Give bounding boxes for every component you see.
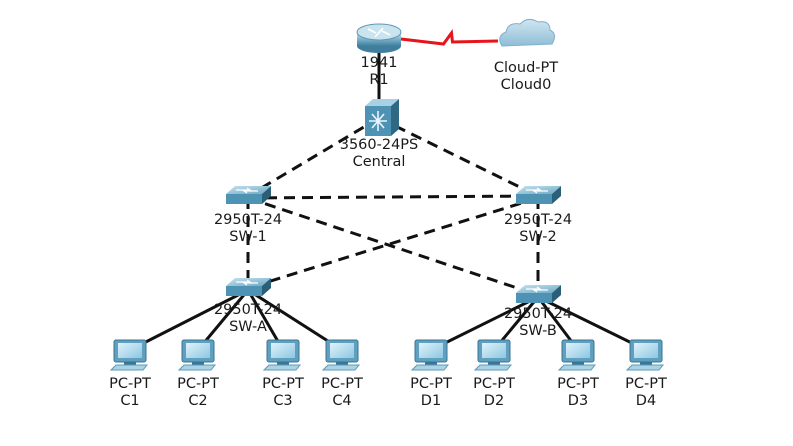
device-name-label: C2: [188, 393, 207, 409]
pc-icon[interactable]: [321, 339, 361, 371]
device-name-label: R1: [369, 72, 388, 88]
pc-icon[interactable]: [625, 339, 665, 371]
link-swa-c1[interactable]: [129, 288, 249, 352]
device-model-label: Cloud-PT: [494, 60, 558, 76]
link-central-sw2[interactable]: [378, 116, 539, 198]
device-name-label: C3: [273, 393, 292, 409]
device-model-label: 2950T-24: [214, 302, 282, 318]
link-swb-d4[interactable]: [537, 295, 647, 352]
device-name-label: Cloud0: [501, 77, 552, 93]
device-model-label: 2950T-24: [504, 306, 572, 322]
device-model-label: PC-PT: [109, 376, 151, 392]
device-model-label: PC-PT: [177, 376, 219, 392]
device-name-label: SW-2: [519, 229, 556, 245]
device-name-label: D2: [484, 393, 504, 409]
device-model-label: 3560-24PS: [340, 137, 419, 153]
cloud-icon[interactable]: [499, 18, 556, 47]
pc-icon[interactable]: [557, 339, 597, 371]
pc-icon[interactable]: [262, 339, 302, 371]
device-model-label: PC-PT: [473, 376, 515, 392]
link-sw2-swa[interactable]: [247, 196, 539, 290]
device-name-label: C1: [120, 393, 139, 409]
pc-icon[interactable]: [177, 339, 217, 371]
device-name-label: SW-A: [229, 319, 267, 335]
device-name-label: SW-B: [519, 323, 557, 339]
device-name-label: Central: [353, 154, 406, 170]
router-icon[interactable]: [356, 23, 402, 53]
device-model-label: PC-PT: [625, 376, 667, 392]
device-model-label: 2950T-24: [214, 212, 282, 228]
device-model-label: 2950T-24: [504, 212, 572, 228]
pc-icon[interactable]: [473, 339, 513, 371]
multilayer-switch-icon[interactable]: [365, 99, 399, 136]
link-central-sw1[interactable]: [247, 116, 380, 198]
switch-icon[interactable]: [516, 285, 561, 303]
device-name-label: D1: [421, 393, 441, 409]
pc-icon[interactable]: [410, 339, 450, 371]
link-sw1-swb[interactable]: [247, 196, 539, 297]
device-name-label: D4: [636, 393, 656, 409]
device-name-label: D3: [568, 393, 588, 409]
device-model-label: PC-PT: [410, 376, 452, 392]
devices-layer: 1941R1Cloud-PTCloud03560-24PSCentral2950…: [109, 18, 667, 409]
switch-icon[interactable]: [226, 186, 271, 204]
link-sw1-sw2[interactable]: [247, 194, 539, 200]
device-name-label: SW-1: [229, 229, 266, 245]
device-model-label: 1941: [361, 55, 398, 71]
link-swb-d1[interactable]: [430, 295, 539, 352]
pc-icon[interactable]: [109, 339, 149, 371]
switch-icon[interactable]: [516, 186, 561, 204]
switch-icon[interactable]: [226, 278, 271, 296]
device-name-label: C4: [332, 393, 351, 409]
device-model-label: PC-PT: [262, 376, 304, 392]
device-model-label: PC-PT: [557, 376, 599, 392]
device-model-label: PC-PT: [321, 376, 363, 392]
link-r1-cloud0[interactable]: [400, 28, 499, 46]
